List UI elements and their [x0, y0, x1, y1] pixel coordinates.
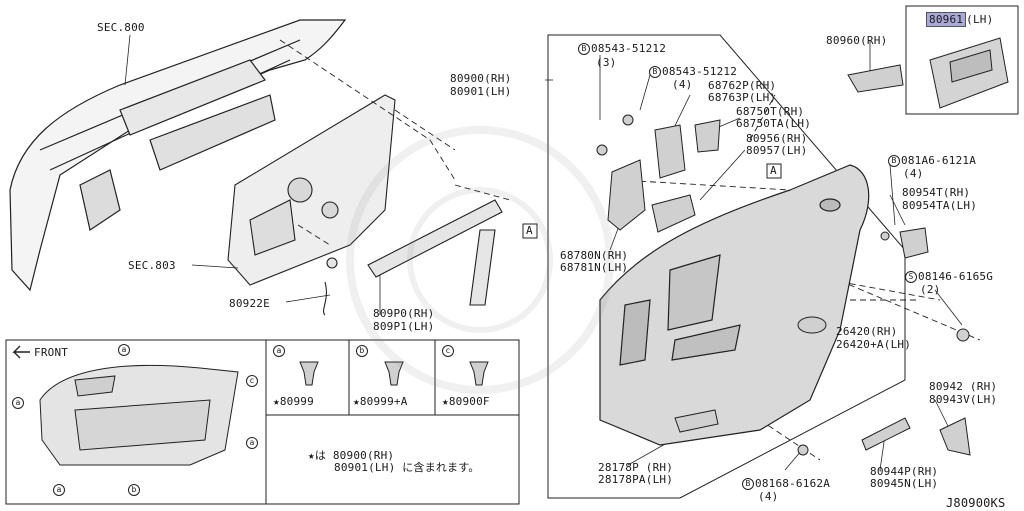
label-80954t: 80954T(RH): [902, 186, 971, 199]
label-80961: 80961(LH): [926, 12, 993, 27]
ref-label-a2: A: [770, 164, 777, 177]
front-arrow-icon: [12, 345, 30, 359]
bolt-b-icon: B: [649, 66, 661, 78]
label-68781n: 68781N(LH): [560, 261, 629, 274]
label-80943v: 80943V(LH): [929, 393, 998, 406]
legend-part-80999: ★80999: [273, 395, 314, 408]
label-28178p: 28178P (RH): [598, 461, 674, 474]
label-68762p: 68762P(RH): [708, 79, 777, 92]
label-80956: 80956(RH): [746, 132, 808, 145]
label-80922e: 80922E: [229, 297, 270, 310]
bolt-b-icon: B: [888, 155, 900, 167]
label-bolt-08168-qty: (4): [758, 490, 779, 503]
label-bolt-08543-a-qty: (3): [596, 56, 617, 69]
ref-box-a2: [766, 163, 782, 179]
label-80954ta: 80954TA(LH): [902, 199, 978, 212]
label-68763p: 68763P(LH): [708, 91, 777, 104]
legend-letter-b: b: [356, 345, 369, 357]
inset-clip-b-marker: b: [128, 484, 141, 496]
label-68750t: 68750T(RH): [736, 105, 805, 118]
label-screw-08146-qty: (2): [920, 283, 941, 296]
trim-group-outline: [547, 34, 906, 499]
label-28178pa: 28178PA(LH): [598, 473, 674, 486]
legend-letter-c: c: [442, 345, 455, 357]
label-80900: 80900(RH): [450, 72, 512, 85]
inset-clip-a-marker: a: [12, 397, 25, 409]
label-809p1: 809P1(LH): [373, 320, 435, 333]
label-sec800: SEC.800: [97, 21, 145, 34]
label-80944p: 80944P(RH): [870, 465, 939, 478]
ref-label-a1: A: [526, 224, 533, 237]
bolt-b-icon: B: [578, 43, 590, 55]
inset-note-line1: ★は 80900(RH): [308, 449, 395, 462]
clip-icons: [299, 361, 489, 386]
label-68780n: 68780N(RH): [560, 249, 629, 262]
label-809p0: 809P0(RH): [373, 307, 435, 320]
inset-door-trim: [39, 364, 239, 466]
legend-letter-a: a: [273, 345, 286, 357]
legend-part-80900f: ★80900F: [442, 395, 490, 408]
door-trim-panel: [599, 164, 870, 446]
bolt-b-icon: B: [742, 478, 754, 490]
label-26420a: 26420+A(LH): [836, 338, 912, 351]
inset-front-label: FRONT: [34, 346, 69, 359]
label-80957: 80957(LH): [746, 144, 808, 157]
label-68750ta: 68750TA(LH): [736, 117, 812, 130]
legend-part-80999a: ★80999+A: [353, 395, 408, 408]
inset-clip-a-marker: a: [118, 344, 131, 356]
label-bolt-08543-b-qty: (4): [672, 78, 693, 91]
inset-clip-c-marker: c: [246, 375, 259, 387]
window-regulator: [323, 199, 503, 316]
label-26420: 26420(RH): [836, 325, 898, 338]
label-80942: 80942 (RH): [929, 380, 998, 393]
label-80945n: 80945N(LH): [870, 477, 939, 490]
small-parts: [596, 64, 971, 456]
switch-assembly-80961: [929, 37, 1009, 109]
inset-clip-a-marker: a: [246, 437, 259, 449]
diagram-code: J80900KS: [946, 496, 1006, 510]
watermark-emblem: [346, 126, 614, 394]
inner-panel-sec803: [227, 94, 396, 286]
inset-note-line2: 80901(LH) に含まれます。: [334, 461, 480, 474]
door-frame-sec800: [9, 19, 347, 292]
label-bolt-081a6-qty: (4): [903, 167, 924, 180]
label-80960: 80960(RH): [826, 34, 888, 47]
label-80901: 80901(LH): [450, 85, 512, 98]
inset-clip-a-marker: a: [53, 484, 66, 496]
label-sec803: SEC.803: [128, 259, 176, 272]
highlighted-part-80961[interactable]: 80961: [926, 12, 967, 27]
screw-s-icon: S: [905, 271, 917, 283]
ref-box-a1: [522, 223, 538, 239]
